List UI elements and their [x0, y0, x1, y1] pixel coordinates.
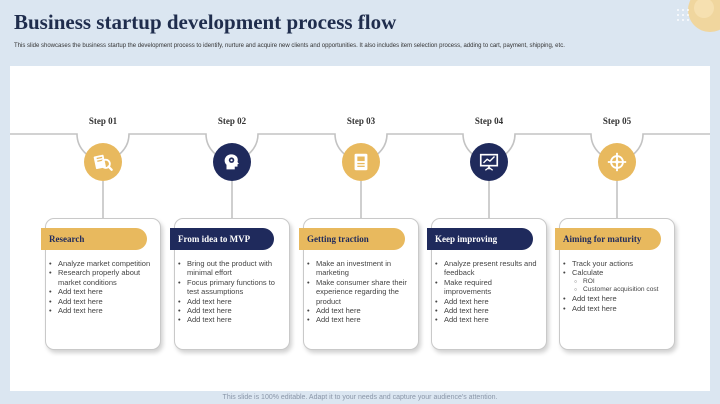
corner-decoration — [677, 0, 720, 32]
bullet-item: Add text here — [305, 315, 413, 325]
page-subtitle: This slide showcases the business startu… — [14, 43, 565, 49]
bullet-item: Add text here — [176, 297, 284, 307]
step-heading: Keep improving — [427, 228, 533, 250]
bullet-item: Add text here — [305, 306, 413, 316]
head-gear-icon — [213, 143, 251, 181]
bullet-item: Make an investment in marketing — [305, 259, 413, 278]
bullet-item: Add text here — [561, 304, 669, 314]
step-bullet-list: Analyze market competitionResearch prope… — [47, 259, 155, 316]
bullet-item: Make required improvements — [433, 278, 541, 297]
bullet-item: Track your actions — [561, 259, 669, 269]
bullet-item: Add text here — [433, 306, 541, 316]
bullet-item: Add text here — [47, 287, 155, 297]
bullet-item: Bring out the product with minimal effor… — [176, 259, 284, 278]
step-number: Step 02 — [217, 116, 247, 126]
bullet-item: Add text here — [433, 315, 541, 325]
page-title: Business startup development process flo… — [14, 10, 397, 34]
step-bullet-list: Track your actionsCalculateROICustomer a… — [561, 259, 669, 313]
step-bullet-list: Analyze present results and feedbackMake… — [433, 259, 541, 325]
step-number: Step 01 — [88, 116, 118, 126]
document-icon — [342, 143, 380, 181]
step-bullet-list: Make an investment in marketingMake cons… — [305, 259, 413, 325]
step-heading: Getting traction — [299, 228, 405, 250]
bullet-item: Add text here — [433, 297, 541, 307]
step-number: Step 05 — [602, 116, 632, 126]
bullet-item: Research properly about market condition… — [47, 268, 155, 287]
bullet-item: Calculate — [561, 268, 669, 278]
step-heading: Research — [41, 228, 147, 250]
step-heading: From idea to MVP — [170, 228, 274, 250]
bullet-item: Add text here — [47, 306, 155, 316]
target-icon — [598, 143, 636, 181]
bullet-item: Add text here — [176, 315, 284, 325]
step-number: Step 04 — [474, 116, 504, 126]
bullet-item: Add text here — [176, 306, 284, 316]
bullet-item: Add text here — [47, 297, 155, 307]
bullet-item: Make consumer share their experience reg… — [305, 278, 413, 306]
sub-bullet-item: ROI — [561, 278, 669, 286]
step-number: Step 03 — [346, 116, 376, 126]
presentation-board-icon — [470, 143, 508, 181]
step-heading: Aiming for maturity — [555, 228, 661, 250]
research-icon — [84, 143, 122, 181]
sub-bullet-item: Customer acquisition cost — [561, 286, 669, 294]
bullet-item: Focus primary functions to test assumpti… — [176, 278, 284, 297]
footer-note: This slide is 100% editable. Adapt it to… — [222, 394, 498, 401]
bullet-item: Add text here — [561, 294, 669, 304]
step-bullet-list: Bring out the product with minimal effor… — [176, 259, 284, 325]
bullet-item: Analyze present results and feedback — [433, 259, 541, 278]
bullet-item: Analyze market competition — [47, 259, 155, 269]
